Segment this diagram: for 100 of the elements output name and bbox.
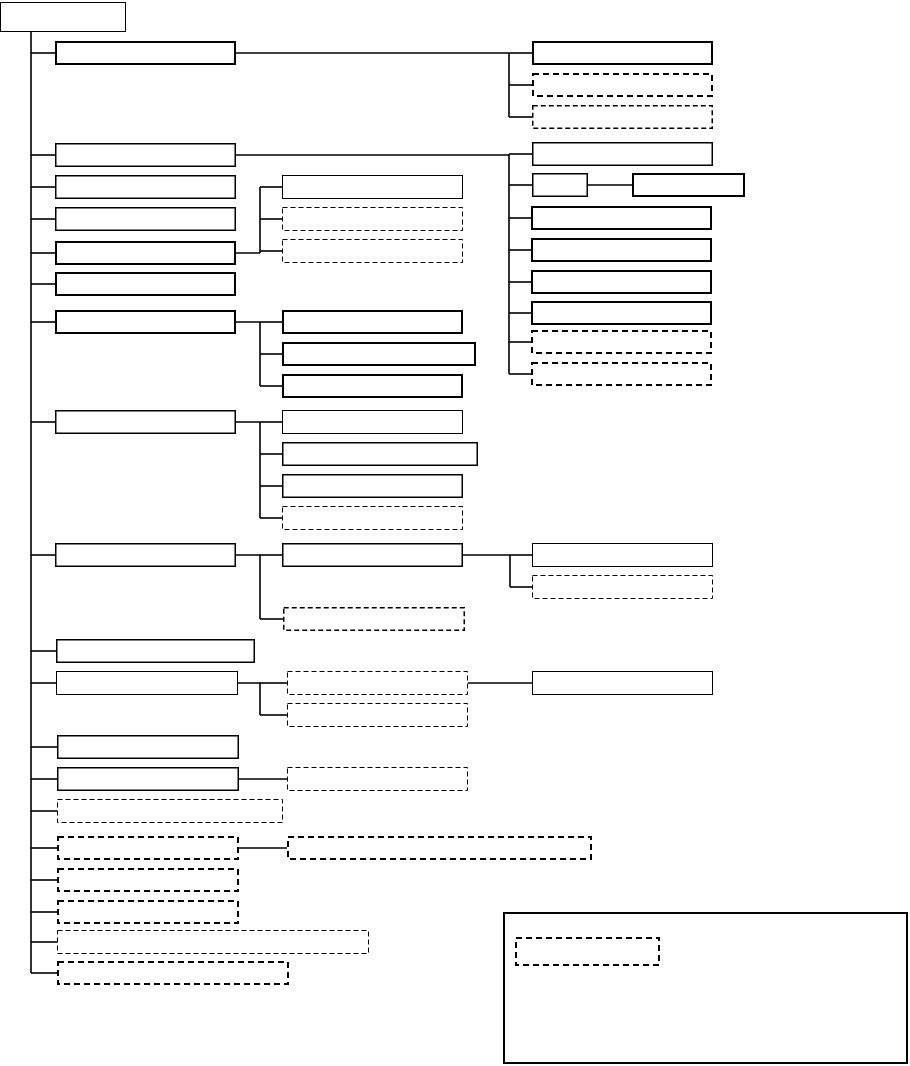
connector-line	[509, 586, 533, 588]
connector-line	[259, 186, 283, 188]
empty-box	[57, 735, 239, 759]
dashed-box	[57, 799, 283, 823]
dashed-box	[287, 836, 592, 860]
connector-line	[235, 321, 261, 387]
connector-line	[30, 31, 32, 974]
empty-box	[55, 543, 236, 567]
empty-box	[282, 442, 478, 466]
connector-line	[30, 972, 58, 974]
empty-box	[55, 410, 236, 434]
connector-line	[30, 810, 58, 812]
dashed-box	[57, 900, 239, 924]
connector-line	[30, 252, 56, 254]
legend-panel	[503, 912, 908, 1064]
empty-box	[282, 474, 463, 498]
connector-line	[237, 682, 261, 716]
connector-line	[235, 153, 510, 375]
empty-box	[532, 173, 588, 197]
connector-line	[508, 84, 533, 86]
dashed-box	[57, 930, 369, 954]
connector-line	[30, 421, 56, 423]
dashed-box	[57, 868, 239, 892]
empty-box	[282, 543, 463, 567]
connector-line	[508, 184, 533, 186]
connector-line	[30, 321, 56, 323]
dashed-box	[531, 330, 712, 354]
connector-line	[30, 52, 56, 54]
connector-line	[508, 249, 532, 251]
empty-box	[532, 41, 713, 65]
empty-box	[282, 410, 463, 434]
connector-line	[259, 353, 283, 355]
empty-box	[531, 301, 712, 325]
dashed-box	[287, 703, 468, 727]
connector-line	[30, 778, 58, 780]
connector-line	[259, 554, 283, 556]
connector-line	[587, 184, 633, 186]
empty-box	[531, 238, 712, 262]
empty-box	[57, 767, 239, 791]
empty-box	[531, 270, 712, 294]
empty-box	[55, 143, 236, 167]
dashed-box	[532, 73, 713, 97]
empty-box	[282, 342, 476, 366]
empty-box	[282, 374, 463, 398]
connector-line	[259, 385, 283, 387]
connector-line	[30, 847, 58, 849]
connector-line	[259, 682, 288, 684]
connector-line	[508, 116, 533, 118]
connector-line	[259, 250, 283, 252]
dashed-box	[287, 767, 468, 791]
connector-line	[30, 650, 57, 652]
empty-box	[0, 2, 126, 32]
connector-line	[235, 52, 510, 118]
dashed-box	[532, 575, 713, 599]
empty-box	[531, 206, 712, 230]
connector-line	[30, 682, 57, 684]
dashed-box	[287, 671, 468, 695]
connector-line	[259, 321, 283, 323]
connector-line	[30, 218, 56, 220]
connector-line	[30, 554, 56, 556]
empty-box	[55, 175, 236, 199]
connector-line	[30, 911, 58, 913]
dashed-box	[283, 607, 465, 631]
dashed-box	[532, 105, 713, 129]
connector-line	[508, 341, 532, 343]
connector-line	[30, 941, 58, 943]
connector-line	[30, 186, 56, 188]
connector-line	[30, 746, 58, 748]
connector-line	[30, 154, 56, 156]
empty-box	[532, 142, 713, 166]
connector-line	[467, 682, 533, 684]
dashed-box	[282, 506, 463, 530]
connector-line	[235, 421, 261, 519]
empty-box	[55, 272, 236, 296]
dashed-box	[531, 362, 712, 386]
dashed-box	[57, 961, 289, 985]
connector-line	[462, 554, 511, 588]
empty-box	[282, 175, 463, 199]
connector-line	[508, 52, 533, 54]
empty-box	[56, 671, 238, 695]
connector-line	[259, 218, 283, 220]
empty-box	[55, 41, 236, 65]
empty-box	[532, 543, 713, 567]
connector-line	[259, 618, 284, 620]
connector-line	[259, 421, 283, 423]
connector-line	[30, 879, 58, 881]
connector-line	[259, 485, 283, 487]
dashed-box	[515, 937, 660, 966]
empty-box	[282, 310, 463, 334]
connector-line	[508, 153, 533, 155]
dashed-box	[57, 836, 239, 860]
empty-box	[532, 671, 713, 695]
dashed-box	[282, 239, 463, 263]
connector-line	[238, 778, 288, 780]
empty-box	[55, 310, 236, 334]
connector-line	[508, 281, 532, 283]
connector-line	[30, 283, 56, 285]
connector-line	[508, 312, 532, 314]
connector-line	[508, 373, 532, 375]
connector-line	[259, 517, 283, 519]
